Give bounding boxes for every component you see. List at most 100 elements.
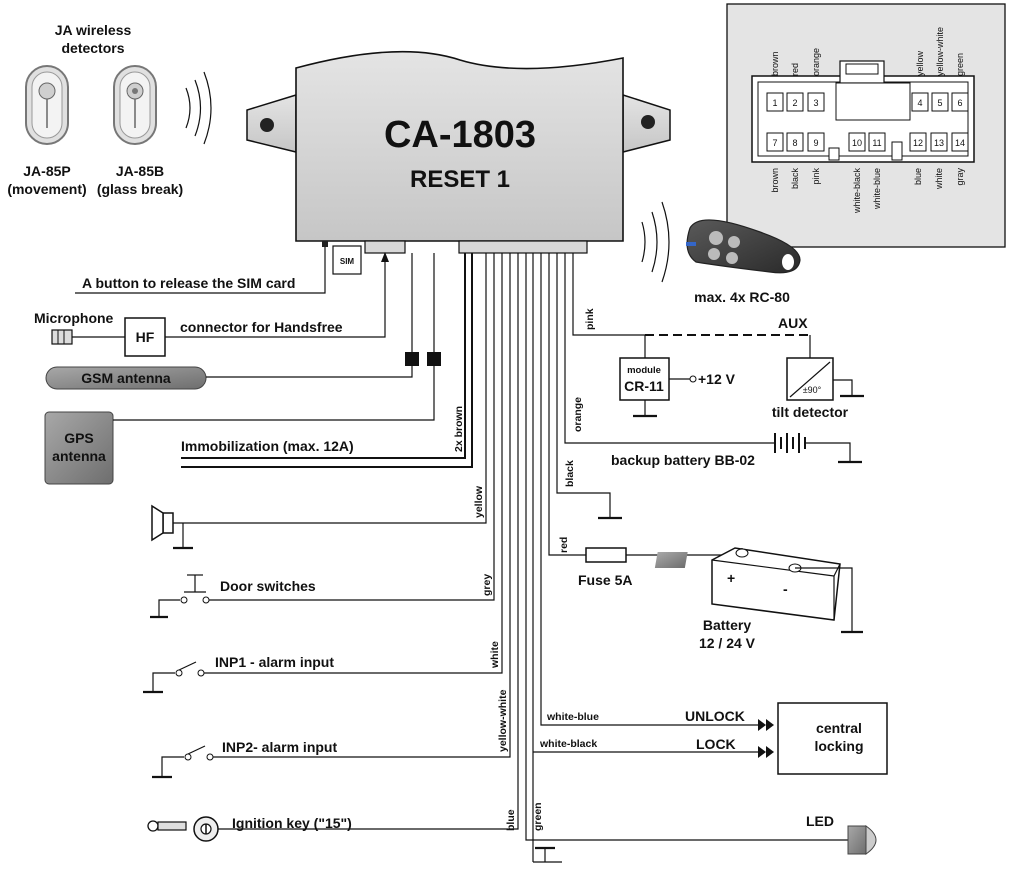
door-switch-icon — [150, 574, 210, 619]
gsm-antenna — [45, 366, 207, 390]
connector-pin-number: 8 — [792, 138, 797, 148]
connector-pin-number: 12 — [913, 138, 923, 148]
connector-pin-box — [786, 132, 804, 152]
siren-icon — [151, 504, 193, 550]
connector-top-wire-label: orange — [811, 48, 821, 76]
ca1803-unit: SIM CA-1803 RESET 1 — [246, 50, 671, 275]
detector1-desc: (movement) — [7, 181, 86, 197]
wire-black: black — [564, 460, 576, 487]
connector-bottom-wire-label: white-black — [852, 168, 862, 215]
door-switches-label: Door switches — [220, 578, 316, 594]
unlock-label: UNLOCK — [685, 708, 745, 724]
right-wiring: green LED white-black LOCK white-blue UN… — [525, 253, 888, 863]
connector-bottom-wire-label: white — [934, 168, 944, 190]
connector-pin-box — [868, 132, 886, 152]
connector-pin-box — [766, 92, 784, 112]
central-locking-label-1: central — [816, 720, 862, 736]
microphone-icon — [51, 329, 73, 345]
connector-pin-number: 1 — [772, 98, 777, 108]
tilt-detector-label: tilt detector — [772, 404, 849, 420]
connector-top-wire-label: brown — [770, 51, 780, 76]
connector-top-wire-label: yellow — [915, 50, 925, 76]
connector-bottom-wire-label: blue — [913, 168, 923, 185]
fuse — [585, 547, 627, 563]
inp1-switch-icon — [143, 661, 205, 694]
wire-blue: blue — [505, 809, 517, 831]
connector-pin-number: 10 — [852, 138, 862, 148]
lock-label: LOCK — [696, 736, 736, 752]
left-wiring: A button to release the SIM card Microph… — [34, 247, 519, 842]
connector-bottom-wire-label: black — [790, 168, 800, 190]
ignition-label: Ignition key ("15") — [232, 815, 352, 831]
connector-pin-number: 9 — [813, 138, 818, 148]
sim-release-wire — [75, 247, 326, 294]
detector2-desc: (glass break) — [97, 181, 183, 197]
tilt-angle-label: ±90° — [803, 385, 822, 395]
cr11-module-box — [619, 357, 670, 401]
connector-top-wire-label: yellow-white — [935, 27, 945, 76]
glass-break-detector-icon — [113, 65, 157, 145]
backup-battery-icon — [774, 433, 806, 453]
module-name: CR-11 — [624, 378, 664, 394]
wireless-detectors: JA wireless detectors JA-85P (movement) … — [7, 22, 212, 197]
movement-detector-icon — [25, 65, 69, 145]
aux-label: AUX — [778, 315, 808, 331]
fuse-label: Fuse 5A — [578, 572, 632, 588]
hf-box-text: HF — [136, 329, 155, 345]
microphone-label: Microphone — [34, 310, 114, 326]
connector-pin-box — [909, 132, 927, 152]
connector-pin-box — [911, 92, 929, 112]
battery-label-1: Battery — [703, 617, 751, 633]
inp2-label: INP2- alarm input — [222, 739, 337, 755]
connector-pin-box — [931, 92, 949, 112]
wire-yellow: yellow — [473, 485, 485, 518]
gps-antenna-label-1: GPS — [64, 430, 94, 446]
led-label: LED — [806, 813, 834, 829]
hf-box — [124, 317, 166, 357]
connector-bottom-wire-label: gray — [955, 168, 965, 186]
backup-battery-label: backup battery BB-02 — [611, 452, 755, 468]
wire-white: white — [489, 641, 501, 669]
plus-12v-label: +12 V — [698, 371, 736, 387]
wire-red: red — [558, 537, 570, 553]
battery-label-2: 12 / 24 V — [699, 635, 756, 651]
wire-white-black: white-black — [539, 738, 597, 750]
wire-green: green — [532, 802, 544, 831]
gps-antenna — [44, 411, 114, 485]
wire-white-blue: white-blue — [546, 711, 599, 723]
connector-pin-number: 14 — [955, 138, 965, 148]
connector-bottom-wire-label: white-blue — [872, 168, 882, 210]
connector-bottom-wire-label: pink — [811, 168, 821, 185]
connector-pin-box — [848, 132, 866, 152]
immobilization-label: Immobilization (max. 12A) — [181, 438, 354, 454]
detectors-heading-2: detectors — [61, 40, 124, 56]
sim-release-label: A button to release the SIM card — [82, 275, 295, 291]
unit-model-title: CA-1803 — [384, 114, 536, 156]
detector2-name: JA-85B — [116, 163, 164, 179]
unit-subtitle: RESET 1 — [410, 166, 510, 193]
connector-pin-number: 5 — [937, 98, 942, 108]
connector-pin-number: 7 — [772, 138, 777, 148]
connector-pin-number: 13 — [934, 138, 944, 148]
central-locking-label-2: locking — [814, 738, 863, 754]
sim-card-text: SIM — [340, 257, 355, 266]
wire-orange: orange — [572, 397, 584, 432]
connector-pin-number: 11 — [872, 138, 881, 148]
wire-yellow-white: yellow-white — [497, 689, 509, 752]
inp2-switch-icon — [152, 745, 214, 779]
connector-pin-box — [951, 132, 969, 152]
remote-control: max. 4x RC-80 — [641, 201, 801, 305]
connector-top-wire-label: red — [790, 63, 800, 76]
remote-label: max. 4x RC-80 — [694, 289, 790, 305]
detectors-heading-1: JA wireless — [55, 22, 132, 38]
radio-waves-icon — [185, 71, 212, 145]
connector-pin-box — [766, 132, 784, 152]
handsfree-label: connector for Handsfree — [180, 319, 343, 335]
connector-pin-number: 6 — [957, 98, 962, 108]
led-icon — [847, 825, 877, 855]
remote-fob-icon — [686, 219, 801, 274]
gps-antenna-label-2: antenna — [52, 448, 106, 464]
